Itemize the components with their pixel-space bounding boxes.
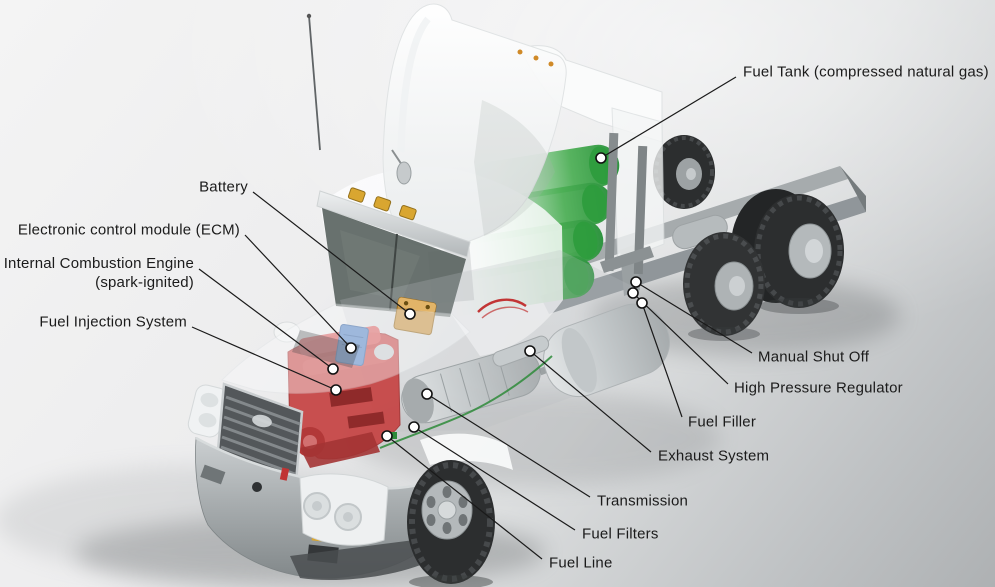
leader-line-fuel-line [386, 435, 543, 560]
label-manual-shut-off: Manual Shut Off [758, 348, 870, 366]
front-fender [420, 433, 513, 470]
label-internal-combustion-engine: Internal Combustion Engine(spark-ignited… [3, 255, 194, 291]
windshield [322, 208, 466, 317]
marker-battery [404, 308, 416, 320]
marker-fuel-tank [595, 152, 607, 164]
label-ecm: Electronic control module (ECM) [17, 221, 240, 239]
fuel-line-tube [379, 355, 553, 449]
exhaust-pipe [492, 335, 550, 367]
marker-transmission [421, 388, 433, 400]
label-exhaust-system: Exhaust System [658, 447, 770, 465]
ignition-cables [477, 298, 529, 319]
leader-line-exhaust-system [529, 350, 652, 453]
marker-fuel-filters [408, 421, 420, 433]
leader-line-fuel-tank [600, 76, 737, 159]
grille-badge [252, 414, 272, 428]
leader-line-fuel-filters [413, 426, 576, 531]
marker-ecm [345, 342, 357, 354]
rear-wheel-outer-front [683, 232, 765, 336]
rear-tire-contact-shadow [759, 298, 839, 314]
tank-rack-posts [600, 132, 654, 275]
front-tire-contact-shadow [409, 575, 493, 587]
leader-line-transmission [426, 393, 591, 498]
label-fuel-line: Fuel Line [549, 554, 613, 572]
marker-fuel-line [381, 430, 393, 442]
marker-manual-shut-off [630, 276, 642, 288]
label-fuel-tank: Fuel Tank (compressed natural gas) [743, 63, 989, 81]
label-fuel-filler: Fuel Filler [688, 413, 757, 431]
marker-exhaust-system [524, 345, 536, 357]
leader-line-battery [252, 191, 411, 315]
leader-line-ecm [244, 234, 352, 349]
bumper-red-marker [279, 467, 290, 481]
headlight-left [187, 384, 228, 438]
rear-wheel-outer-rear [754, 194, 844, 308]
rear-tire-contact-shadow-2 [688, 327, 760, 341]
leader-line-high-pressure-regulator [632, 292, 729, 385]
exhaust-muffler [543, 303, 670, 398]
label-transmission: Transmission [597, 492, 689, 510]
sun-visor [316, 187, 471, 258]
bumper-lower-valance [290, 538, 432, 580]
leader-line-manual-shut-off [635, 281, 753, 354]
label-internal-combustion-engine-line2: (spark-ignited) [95, 274, 194, 291]
label-battery: Battery [199, 178, 248, 196]
label-fuel-filters: Fuel Filters [582, 525, 659, 543]
leader-line-fuel-injection-system [191, 326, 337, 391]
headlight-right [299, 473, 389, 546]
rear-wheel-far [653, 135, 715, 209]
marker-fuel-injection-system [330, 384, 342, 396]
label-fuel-injection-system: Fuel Injection System [39, 313, 187, 331]
marker-high-pressure-regulator [627, 287, 639, 299]
marker-internal-combustion-engine [327, 363, 339, 375]
label-high-pressure-regulator: High Pressure Regulator [734, 379, 903, 397]
leader-line-fuel-filler [641, 302, 683, 418]
leader-line-internal-combustion-engine [198, 268, 334, 370]
marker-fuel-filler [636, 297, 648, 309]
side-mirror [391, 149, 412, 185]
antenna [306, 13, 321, 151]
front-wheel [407, 460, 495, 584]
